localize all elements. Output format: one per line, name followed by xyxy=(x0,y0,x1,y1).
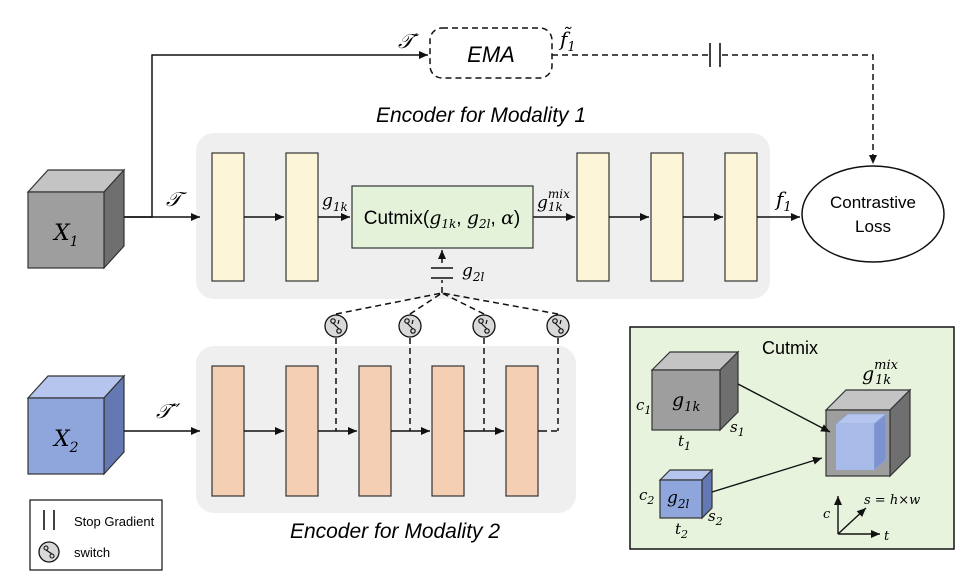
panel-s2-label: s2 xyxy=(708,507,723,528)
axis-t-label: t xyxy=(884,529,890,544)
axis-c-label: c xyxy=(823,507,831,522)
legend-switch: switch xyxy=(74,545,110,560)
contrastive-loss-ellipse xyxy=(801,165,945,263)
switch-icon xyxy=(546,314,570,338)
stop-gradient-mark-top xyxy=(708,42,722,68)
axis-s xyxy=(837,507,867,535)
loss-line2: Loss xyxy=(855,217,891,236)
axis-s-label: s = h×w xyxy=(864,493,920,508)
panel-c2-label: c2 xyxy=(639,486,654,507)
encoder1-title: Encoder for Modality 1 xyxy=(376,104,586,127)
switch-legend-icon xyxy=(38,541,60,563)
switch-icon xyxy=(398,314,422,338)
enc1-block-5 xyxy=(724,152,758,282)
enc2-block-3 xyxy=(358,365,392,497)
g2l-cube xyxy=(658,468,714,520)
panel-g2l-label: g2l xyxy=(667,488,690,511)
f1-label: f1 xyxy=(774,187,792,215)
x2-label: X2 xyxy=(52,427,79,456)
loss-line1: Contrastive xyxy=(830,193,916,212)
enc1-block-4 xyxy=(650,152,684,282)
enc1-block-3 xyxy=(576,152,610,282)
enc2-block-4 xyxy=(431,365,465,497)
panel-g1k-label: g1k xyxy=(672,389,700,415)
stop-gradient-legend-icon xyxy=(43,510,55,530)
enc2-block-5 xyxy=(505,365,539,497)
cutmix-panel-title: Cutmix xyxy=(762,338,818,358)
g2l-to-mix-arrow xyxy=(711,456,823,493)
cutmix-operator-box xyxy=(351,185,534,249)
stop-gradient-mark-g2l xyxy=(430,266,454,280)
legend-stop-gradient: Stop Gradient xyxy=(74,514,155,529)
switch-icon xyxy=(324,314,348,338)
ema-to-loss-dashed xyxy=(552,54,877,164)
enc2-block-1 xyxy=(211,365,245,497)
mix-cube xyxy=(824,388,912,478)
t-double-prime-label: 𝒯′′ xyxy=(156,399,181,423)
x1-label: X1 xyxy=(52,221,79,250)
encoder2-title: Encoder for Modality 2 xyxy=(290,520,500,543)
g1k-to-mix-arrow xyxy=(737,383,831,433)
t-label: 𝒯 xyxy=(166,187,188,211)
t-prime-label: 𝒯′ xyxy=(398,29,420,53)
g1k-label: g1k xyxy=(322,191,348,214)
x1-cube xyxy=(26,168,126,270)
ema-label: EMA xyxy=(467,42,515,67)
ema-box xyxy=(429,27,553,79)
g2l-label: g2l xyxy=(462,261,485,284)
panel-c1-label: c1 xyxy=(636,396,651,417)
panel-s1-label: s1 xyxy=(730,418,745,439)
switch-connections xyxy=(335,292,559,432)
x2-cube xyxy=(26,374,126,476)
panel-t1-label: t1 xyxy=(678,432,691,453)
enc1-block-2 xyxy=(285,152,319,282)
cutmix-operator-label: Cutmix(g1k, g2l, α) xyxy=(364,207,520,231)
enc2-block-2 xyxy=(285,365,319,497)
g1k-cube xyxy=(650,350,740,432)
switch-icon xyxy=(472,314,496,338)
enc1-block-1 xyxy=(211,152,245,282)
panel-t2-label: t2 xyxy=(675,520,688,541)
f1-tilde-label: f̃1 xyxy=(558,27,576,55)
